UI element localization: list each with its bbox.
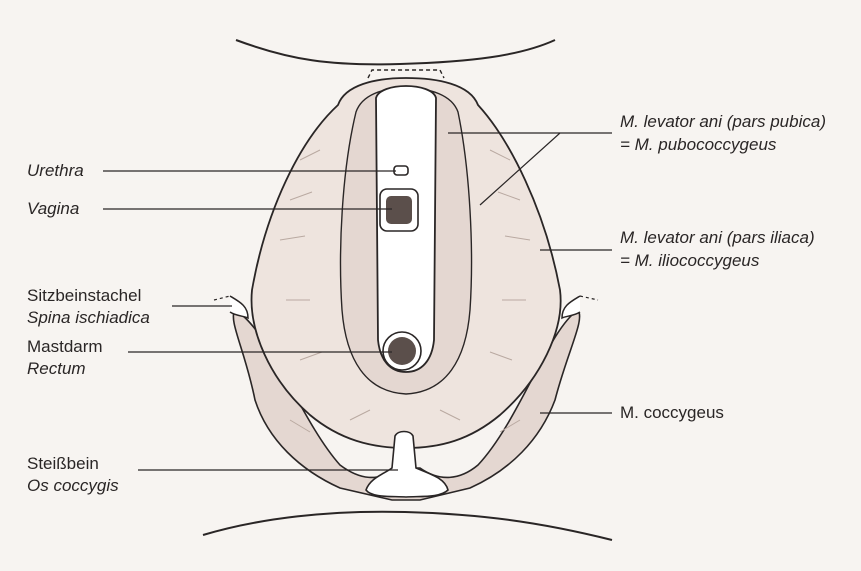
label-rectum-la: Rectum bbox=[27, 358, 86, 380]
label-spine-la: Spina ischiadica bbox=[27, 307, 150, 329]
label-urethra: Urethra bbox=[27, 160, 84, 182]
spine-dash-left bbox=[214, 296, 230, 300]
urethra-opening bbox=[394, 166, 408, 175]
label-rectum-de: Mastdarm bbox=[27, 336, 103, 358]
label-iliococcygeus: = M. iliococcygeus bbox=[620, 250, 759, 272]
lower-body-contour bbox=[203, 512, 612, 540]
label-spine-de: Sitzbeinstachel bbox=[27, 285, 141, 307]
spine-dash-right bbox=[580, 296, 598, 300]
label-pubic-part: M. levator ani (pars pubica) bbox=[620, 111, 826, 133]
symphysis-mark bbox=[368, 70, 444, 78]
label-iliac-part: M. levator ani (pars iliaca) bbox=[620, 227, 815, 249]
label-coccyx-de: Steißbein bbox=[27, 453, 99, 475]
label-pubococcygeus: = M. pubococcygeus bbox=[620, 134, 776, 156]
label-coccygeus: M. coccygeus bbox=[620, 402, 724, 424]
upper-body-contour bbox=[236, 40, 555, 64]
label-vagina: Vagina bbox=[27, 198, 79, 220]
vagina-lumen bbox=[386, 196, 412, 224]
rectum-lumen bbox=[388, 337, 416, 365]
label-coccyx-la: Os coccygis bbox=[27, 475, 119, 497]
